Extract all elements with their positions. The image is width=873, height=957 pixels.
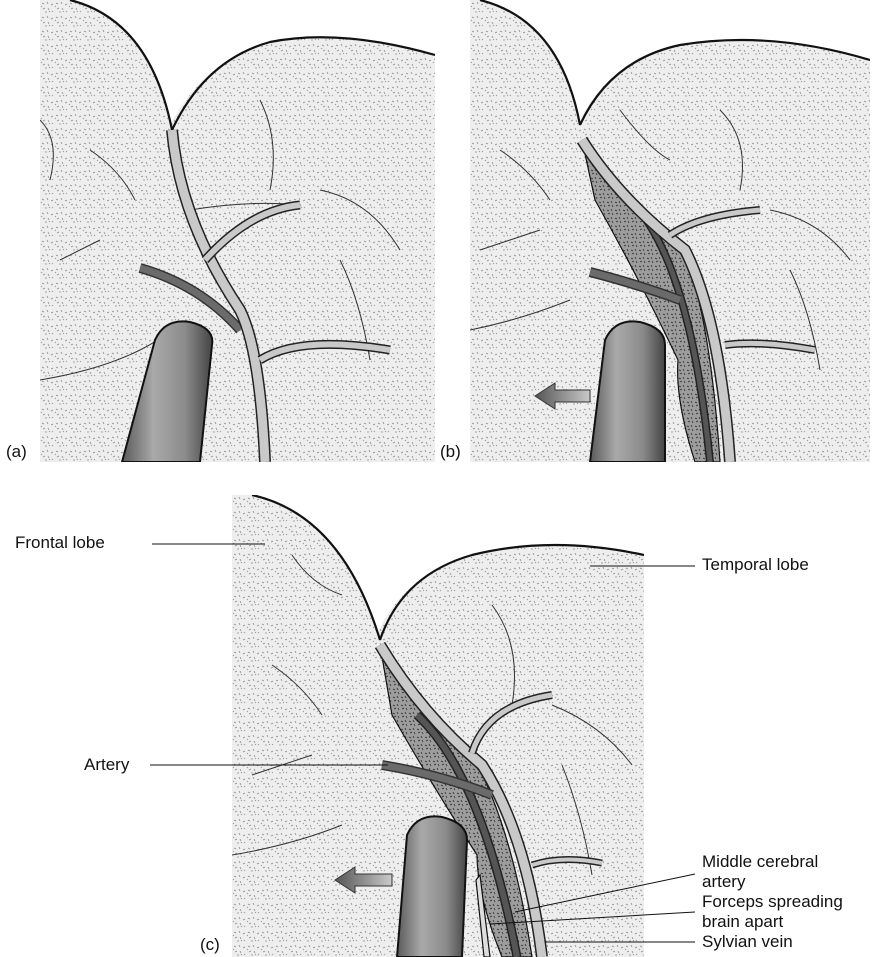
label-sylvian-vein: Sylvian vein <box>702 932 793 952</box>
label-forceps-2: brain apart <box>702 912 783 932</box>
label-artery: Artery <box>84 755 129 775</box>
label-forceps-1: Forceps spreading <box>702 892 843 912</box>
leader-forceps <box>490 912 695 924</box>
label-middle-cerebral-artery-1: Middle cerebral <box>702 852 818 872</box>
label-temporal-lobe: Temporal lobe <box>702 555 809 575</box>
leader-middle-cerebral-artery <box>515 874 695 912</box>
label-frontal-lobe: Frontal lobe <box>15 533 105 553</box>
label-middle-cerebral-artery-2: artery <box>702 872 745 892</box>
